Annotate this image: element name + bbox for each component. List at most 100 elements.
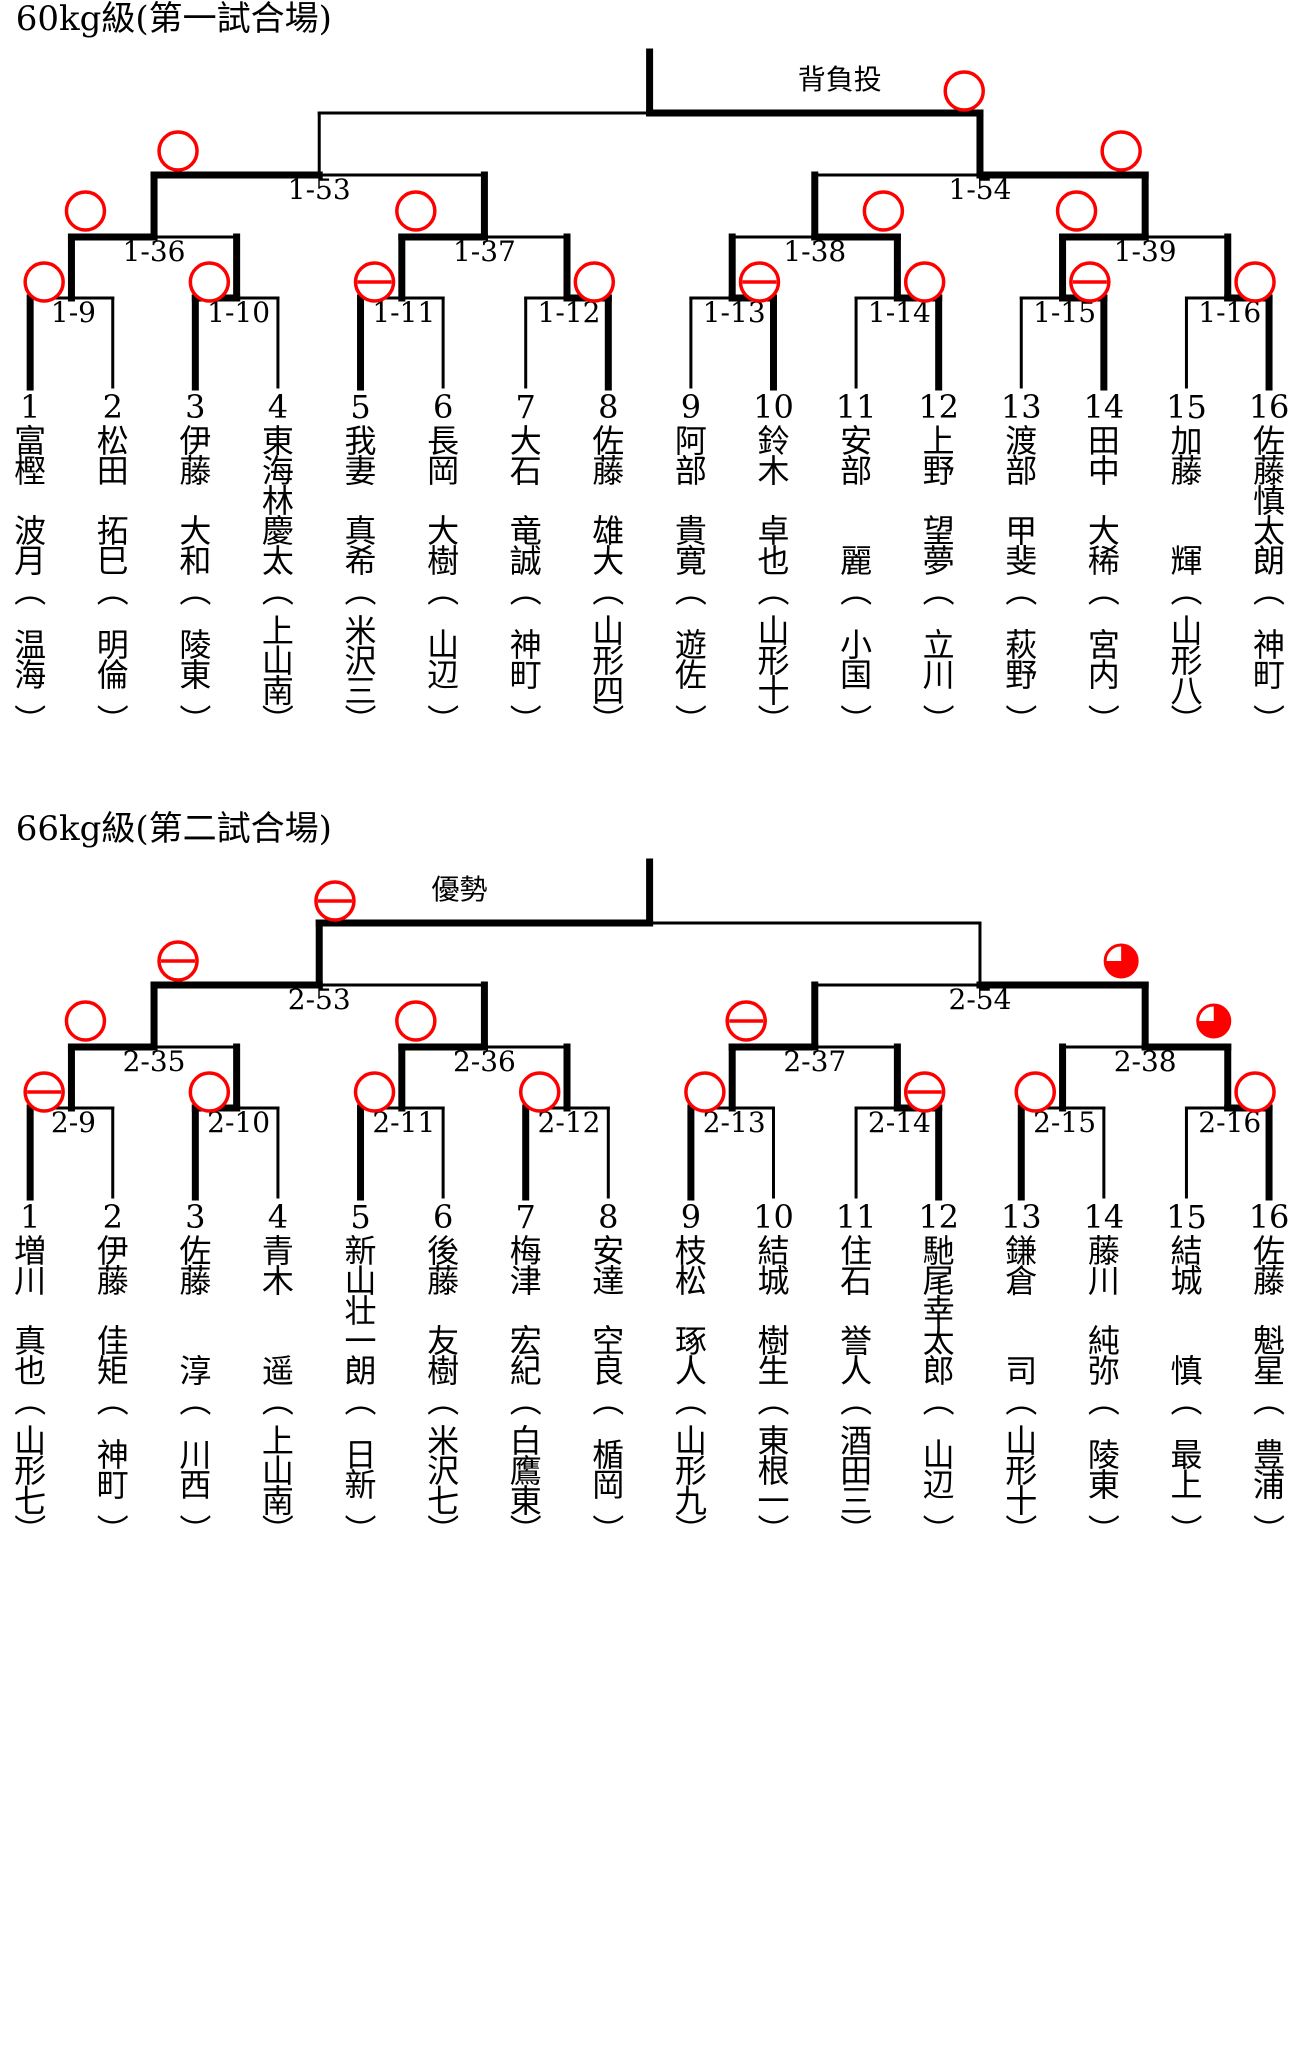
school-char: 米 — [427, 1422, 459, 1460]
school-paren-open: ︵ — [1170, 572, 1202, 610]
school-paren-close: ︶ — [427, 702, 459, 740]
player-given-char: 星 — [1253, 1352, 1285, 1390]
player-surname-char: 藤 — [1170, 452, 1202, 490]
r3-winner-mark — [157, 130, 199, 172]
school-paren-open: ︵ — [1253, 572, 1285, 610]
school-char: 宮 — [1088, 626, 1120, 664]
entry-number: 1 — [20, 1198, 40, 1236]
player-surname-char: 藤 — [1253, 452, 1285, 490]
school-paren-open: ︵ — [510, 572, 542, 610]
school-char: 一 — [757, 1482, 789, 1520]
r1-winner-mark — [903, 261, 946, 303]
school-paren-close: ︶ — [179, 702, 211, 740]
school-char: 南 — [262, 672, 294, 710]
school-paren-close: ︶ — [1170, 1512, 1202, 1550]
entry-number: 4 — [268, 388, 288, 426]
school-paren-open: ︵ — [1253, 1382, 1285, 1420]
bracket-title: 60kg級(第一試合場) — [16, 0, 332, 39]
school-paren-open: ︵ — [1170, 1382, 1202, 1420]
r1-winner-mark — [738, 261, 781, 303]
final-winner-mark — [314, 880, 356, 922]
player-given-char: 卓 — [757, 512, 789, 550]
mark-ring — [518, 1071, 561, 1113]
player-surname-char: 枝 — [675, 1232, 707, 1270]
player-surname-char: 林 — [262, 482, 294, 520]
entry-number: 16 — [1249, 388, 1290, 426]
school-paren-close: ︶ — [840, 1512, 872, 1550]
player-given-char: 司 — [1005, 1352, 1037, 1390]
player-given-char: 太 — [262, 542, 294, 580]
school-paren-close: ︶ — [1088, 702, 1120, 740]
r1-winner-mark — [353, 1071, 396, 1113]
mark-ring — [64, 190, 107, 232]
school-char: 町 — [510, 656, 542, 694]
school-char: 楯 — [592, 1436, 624, 1474]
player-given-char: 魁 — [1253, 1322, 1285, 1360]
player-given-char: 樹 — [427, 1352, 459, 1390]
school-paren-close: ︶ — [757, 1512, 789, 1550]
match-label: 1-53 — [288, 173, 351, 206]
player-surname-char: 野 — [923, 452, 955, 490]
entry-number: 3 — [185, 1198, 205, 1236]
player-surname-char: 壮 — [345, 1292, 377, 1330]
school-char: 山 — [262, 642, 294, 680]
r2-winner-mark — [862, 190, 905, 232]
school-paren-open: ︵ — [510, 1382, 542, 1420]
school-paren-open: ︵ — [757, 1382, 789, 1420]
player-given-char: 良 — [592, 1352, 624, 1390]
mark-ring — [1234, 261, 1276, 303]
player-surname-char: 鈴 — [757, 422, 789, 460]
mark-ring — [395, 190, 437, 232]
player-surname-char: 津 — [510, 1262, 542, 1300]
player-given-char: 輝 — [1170, 542, 1202, 580]
player-surname-char: 慎 — [1253, 482, 1285, 520]
player-surname-char: 部 — [675, 452, 707, 490]
school-char: 東 — [757, 1422, 789, 1460]
player-given-char: 佳 — [97, 1322, 129, 1360]
entry-number: 10 — [753, 1198, 794, 1236]
player-surname-char: 中 — [1088, 452, 1120, 490]
school-char: 温 — [14, 626, 46, 664]
entry-number: 4 — [268, 1198, 288, 1236]
school-paren-open: ︵ — [345, 1382, 377, 1420]
player-surname-char: 安 — [592, 1232, 624, 1270]
entry-number: 12 — [918, 388, 959, 426]
player-given-char: 空 — [592, 1322, 624, 1360]
player-given-char: 麗 — [840, 542, 872, 580]
school-paren-close: ︶ — [675, 1512, 707, 1550]
player-given-char: 大 — [592, 542, 624, 580]
school-char: 三 — [345, 672, 377, 710]
school-char: 形 — [675, 1452, 707, 1490]
school-char: 根 — [757, 1452, 789, 1490]
player-surname-char: 上 — [923, 422, 955, 460]
player-surname-char: 増 — [14, 1232, 46, 1270]
school-char: 八 — [1170, 672, 1202, 710]
player-given-char: 淳 — [179, 1352, 211, 1390]
school-char: 形 — [1170, 642, 1202, 680]
player-surname-char: 大 — [510, 422, 542, 460]
mark-ring — [1100, 130, 1142, 172]
entry-number: 5 — [350, 388, 370, 426]
player-surname-char: 住 — [840, 1232, 872, 1270]
school-char: 四 — [592, 672, 624, 710]
r2-winner-mark — [64, 1000, 107, 1042]
school-char: 山 — [923, 1436, 955, 1474]
player-given-char: 竜 — [510, 512, 542, 550]
player-given-char: 真 — [14, 1322, 46, 1360]
r3-winner-mark — [1100, 130, 1142, 172]
player-surname-char: 鎌 — [1005, 1232, 1037, 1270]
player-surname-char: 木 — [262, 1262, 294, 1300]
player-surname-char: 田 — [97, 452, 129, 490]
school-char: 明 — [97, 626, 129, 664]
player-surname-char: 渡 — [1005, 422, 1037, 460]
school-char: 山 — [1170, 612, 1202, 650]
school-char: 東 — [179, 656, 211, 694]
player-surname-char: 藤 — [1253, 1262, 1285, 1300]
school-char: 国 — [840, 656, 872, 694]
school-paren-open: ︵ — [1005, 1382, 1037, 1420]
school-paren-open: ︵ — [14, 572, 46, 610]
school-char: 山 — [592, 612, 624, 650]
mark-ring — [943, 70, 985, 112]
r1-winner-mark — [1069, 261, 1111, 303]
school-paren-close: ︶ — [1253, 1512, 1285, 1550]
